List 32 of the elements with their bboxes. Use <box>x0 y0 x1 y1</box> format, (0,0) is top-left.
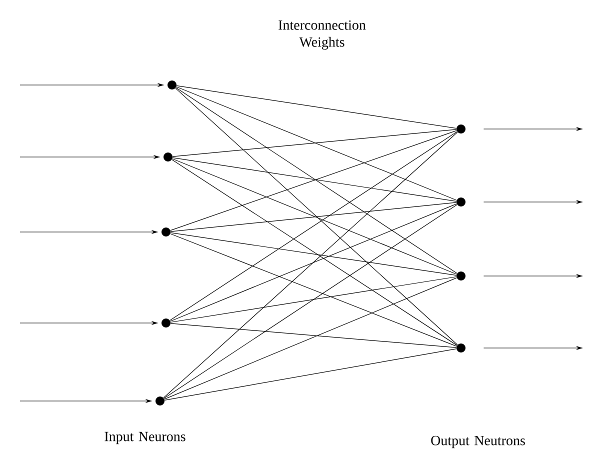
connection-line <box>170 130 457 231</box>
connection-line <box>176 86 457 201</box>
neuron-dot <box>156 396 164 406</box>
neuron-dot <box>162 318 170 328</box>
neuron-dot <box>164 152 172 162</box>
connection-line <box>170 276 457 323</box>
neuron-dot <box>456 344 466 352</box>
neuron-dot <box>456 198 466 206</box>
connection-line <box>170 233 457 347</box>
label-text: Output Neutrons <box>431 436 525 448</box>
connection-line <box>164 278 457 400</box>
connection-line <box>170 323 457 348</box>
connection-line <box>164 204 458 399</box>
connection-line <box>176 85 457 129</box>
connection-line <box>163 132 458 398</box>
neuron-dot <box>162 228 170 236</box>
neuron-dot <box>168 80 176 90</box>
connection-line <box>170 202 457 232</box>
connection-line <box>170 131 458 321</box>
connection-line <box>172 158 457 275</box>
label-text: Input Neurons <box>104 432 186 444</box>
connection-line <box>176 87 458 274</box>
connection-line <box>172 129 457 157</box>
neuron-dot <box>456 272 466 280</box>
connection-line <box>170 203 457 322</box>
connection-line <box>164 348 457 400</box>
connection-line <box>175 88 458 346</box>
connection-line <box>172 159 458 346</box>
label-text: Interconnection Weights <box>278 20 366 50</box>
connection-line <box>170 232 457 276</box>
neuron-dot <box>456 124 466 134</box>
connection-line <box>172 157 457 202</box>
